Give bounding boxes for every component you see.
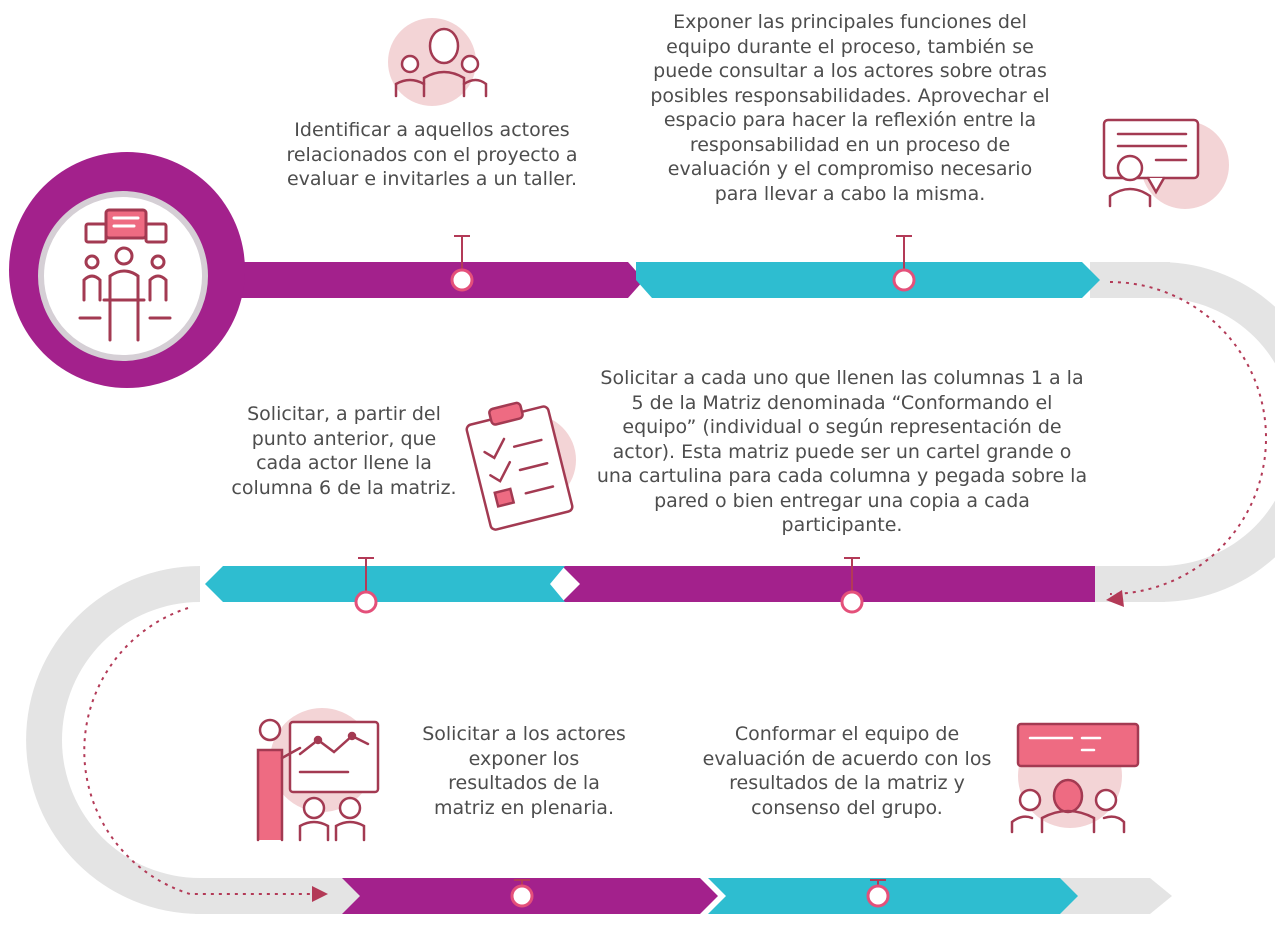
marker-step6 xyxy=(866,879,890,908)
marker-step4 xyxy=(354,557,378,614)
bar-step6 xyxy=(708,878,1078,914)
marker-layer xyxy=(354,235,916,908)
group-people-icon xyxy=(388,18,488,106)
marker-step3 xyxy=(840,557,864,614)
marker-step2 xyxy=(892,235,916,292)
marker-step5 xyxy=(510,879,534,908)
chart-presentation-icon xyxy=(256,708,380,842)
dotted-guides xyxy=(83,281,1267,895)
desarrollo-badge: Desarrollo xyxy=(9,113,245,388)
dotted-arrowheads xyxy=(312,590,1124,902)
bar-step1 xyxy=(205,262,644,298)
step3-text: Solicitar a cada uno que llenen las colu… xyxy=(596,367,1088,536)
presentation-board-person-icon xyxy=(1102,118,1229,209)
marker-step1 xyxy=(450,235,474,292)
bar-step3 xyxy=(562,566,1095,602)
team-screen-icon xyxy=(1010,722,1140,834)
clipboard-checklist-icon xyxy=(465,401,576,531)
track xyxy=(26,262,1275,914)
bar-step4 xyxy=(205,566,565,602)
bar-step2 xyxy=(636,262,1100,298)
meeting-table-icon xyxy=(78,208,172,342)
